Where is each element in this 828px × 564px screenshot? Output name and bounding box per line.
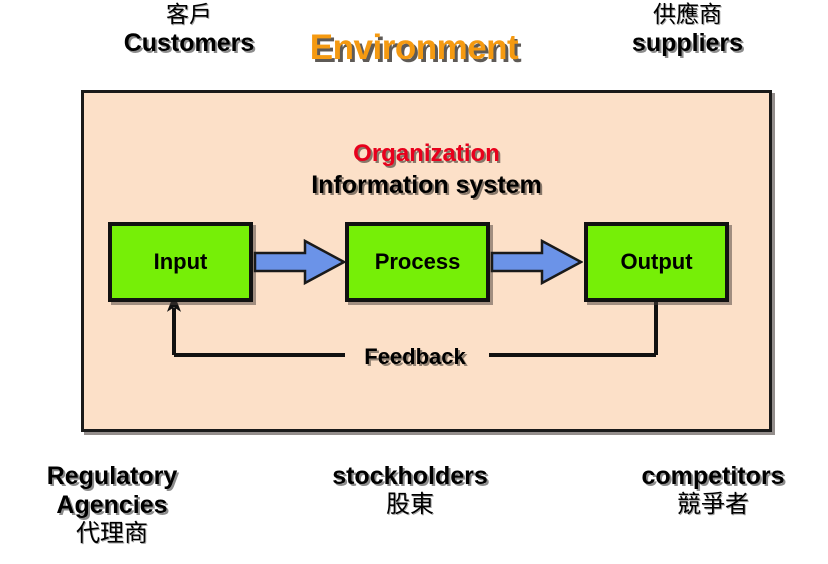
stakeholder-competitors-en: competitors	[641, 462, 785, 490]
process-box-input[interactable]: Input	[108, 222, 253, 302]
stakeholder-regulatory-cjk: 代理商	[76, 519, 148, 547]
stakeholder-regulatory-line1: Regulatory	[46, 462, 178, 490]
stakeholder-suppliers-cjk: 供應商	[653, 2, 722, 28]
stakeholder-stockholders: stockholders 股東	[300, 462, 520, 519]
organization-title: Organization	[353, 140, 500, 167]
stakeholder-regulatory-line2: Agencies	[56, 491, 168, 519]
stakeholder-stockholders-cjk: 股東	[386, 490, 434, 518]
stakeholder-suppliers-en: suppliers	[631, 28, 744, 57]
process-box-process[interactable]: Process	[345, 222, 490, 302]
stakeholder-suppliers: 供應商 suppliers	[600, 2, 775, 58]
stakeholder-customers: 客戶 Customers	[104, 2, 274, 58]
stakeholder-customers-en: Customers	[123, 28, 255, 57]
stakeholder-customers-cjk: 客戶	[166, 2, 212, 28]
arrow-input-to-process	[253, 238, 346, 286]
stakeholder-competitors: competitors 競爭者	[600, 462, 826, 519]
stakeholder-competitors-cjk: 競爭者	[677, 490, 749, 518]
information-system-title: Information system	[311, 171, 542, 199]
process-box-output[interactable]: Output	[584, 222, 729, 302]
stakeholder-regulatory-agencies: Regulatory Agencies 代理商	[2, 462, 222, 548]
stakeholder-stockholders-en: stockholders	[332, 462, 488, 490]
arrow-process-to-output	[490, 238, 583, 286]
environment-title: Environment	[309, 28, 519, 67]
feedback-label: Feedback	[364, 344, 466, 369]
